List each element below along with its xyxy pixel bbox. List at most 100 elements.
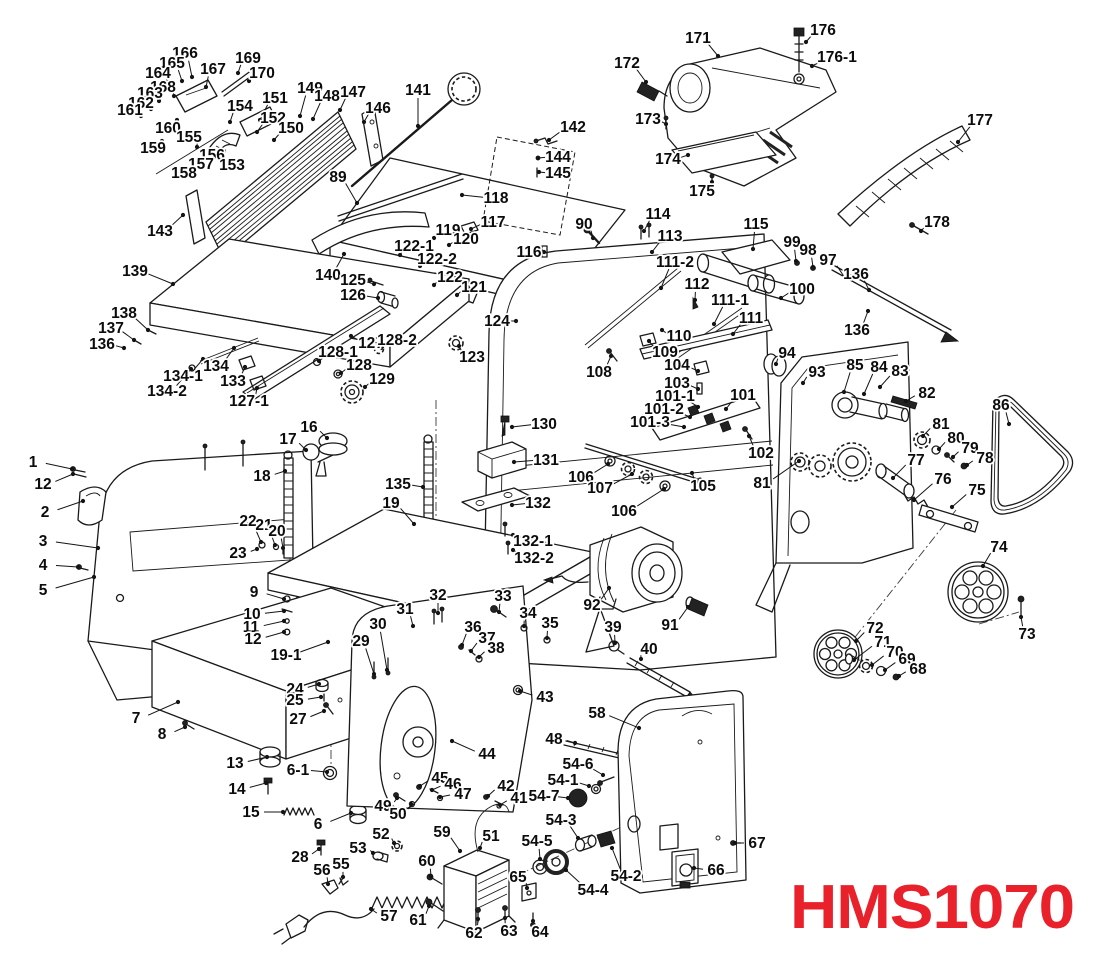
leader-line-115	[752, 231, 755, 250]
clamp-bracket-2	[77, 486, 107, 526]
part-point-101	[723, 406, 729, 412]
leader-line-91	[678, 606, 689, 620]
part-label-173: 173	[635, 111, 661, 128]
leader-line-54-6	[589, 766, 604, 776]
fence-end-plate-143	[185, 189, 206, 245]
part-label-112: 112	[684, 276, 709, 293]
part-point-73	[1018, 614, 1024, 620]
leader-line-101-1	[686, 399, 699, 408]
leader-line-14	[249, 782, 267, 788]
part-point-132-1	[510, 532, 516, 538]
part-point-12	[70, 471, 76, 477]
part-point-127	[348, 333, 354, 339]
hood-port	[669, 63, 711, 113]
part-label-84: 84	[870, 359, 888, 376]
part-point-75	[949, 504, 955, 510]
part-point-53	[370, 850, 376, 856]
part-label-32: 32	[429, 587, 446, 604]
part-label-152: 152	[260, 110, 286, 127]
part-point-105	[689, 470, 695, 476]
part-label-139: 139	[122, 263, 148, 280]
part-label-176-1: 176-1	[817, 49, 857, 66]
leader-line-149	[299, 95, 307, 117]
cord-spring-57	[371, 896, 479, 909]
part-label-111-2: 111-2	[656, 254, 694, 271]
part-point-123	[456, 343, 462, 349]
part-point-133	[242, 364, 248, 370]
leader-line-9	[266, 593, 285, 600]
part-label-153: 153	[219, 157, 245, 174]
part-label-92: 92	[583, 597, 600, 614]
part-label-128-1: 128-1	[318, 344, 358, 361]
flange-54-4	[543, 849, 569, 875]
part-label-105: 105	[690, 478, 716, 495]
part-point-5	[91, 574, 97, 580]
part-point-139	[170, 281, 176, 287]
leader-line-10	[264, 610, 285, 614]
part-label-54-7: 54-7	[528, 788, 559, 805]
part-point-137	[131, 337, 137, 343]
part-point-128-1	[316, 358, 322, 364]
part-point-80	[936, 446, 942, 452]
part-point-165	[179, 78, 185, 84]
part-point-51	[477, 845, 483, 851]
part-point-56	[325, 881, 331, 887]
part-label-83: 83	[891, 363, 909, 380]
part-label-100: 100	[789, 281, 815, 298]
part-point-58	[636, 725, 642, 731]
leader-line-177	[957, 125, 972, 143]
part-label-106: 106	[568, 469, 594, 486]
part-point-118	[459, 192, 465, 198]
part-point-106	[605, 461, 611, 467]
part-label-66: 66	[707, 862, 725, 879]
part-label-172: 172	[614, 55, 640, 72]
part-label-17: 17	[279, 431, 296, 448]
part-label-125: 125	[340, 272, 366, 289]
leader-line-29	[365, 648, 375, 675]
part-label-61: 61	[409, 912, 427, 929]
guard-rail-127	[242, 305, 391, 401]
part-point-136	[121, 345, 127, 351]
leader-line-136	[863, 310, 869, 324]
part-point-148	[310, 116, 316, 122]
chip-deflector-140	[311, 211, 430, 255]
switch-cover-assembly	[532, 689, 747, 894]
part-point-166	[189, 74, 195, 80]
part-label-2: 2	[41, 504, 50, 521]
part-point-55	[340, 874, 346, 880]
part-label-158: 158	[171, 165, 197, 182]
part-point-70	[869, 662, 875, 668]
part-label-11: 11	[243, 619, 260, 636]
blade-guard-strip	[837, 125, 971, 235]
part-label-178: 178	[924, 214, 950, 231]
part-label-75: 75	[968, 482, 986, 499]
coupler-91	[687, 597, 709, 617]
fence-bracket	[175, 79, 218, 113]
part-point-160	[174, 117, 180, 123]
part-label-65: 65	[509, 869, 527, 886]
leader-line-172	[635, 68, 647, 83]
part-point-146	[361, 119, 367, 125]
threaded-rod-18	[283, 457, 294, 559]
gear-81	[832, 442, 872, 482]
part-point-111-1	[711, 321, 717, 327]
part-point-132	[509, 502, 515, 508]
part-point-92	[606, 585, 612, 591]
part-point-64	[530, 918, 536, 924]
leader-line-1	[45, 462, 73, 470]
part-point-176	[803, 39, 809, 45]
part-point-43	[517, 688, 523, 694]
part-label-122: 122	[437, 269, 463, 286]
part-label-54-6: 54-6	[562, 756, 593, 773]
support-rod-118	[337, 173, 464, 222]
part-point-128-2	[378, 345, 384, 351]
part-point-136	[866, 287, 872, 293]
part-point-91	[685, 604, 691, 610]
part-point-50	[408, 801, 414, 807]
part-label-148: 148	[314, 88, 340, 105]
part-point-122	[431, 282, 437, 288]
part-point-41	[497, 802, 503, 808]
part-point-157	[187, 167, 193, 173]
leader-line-54-3	[569, 825, 579, 839]
part-label-143: 143	[147, 223, 173, 240]
